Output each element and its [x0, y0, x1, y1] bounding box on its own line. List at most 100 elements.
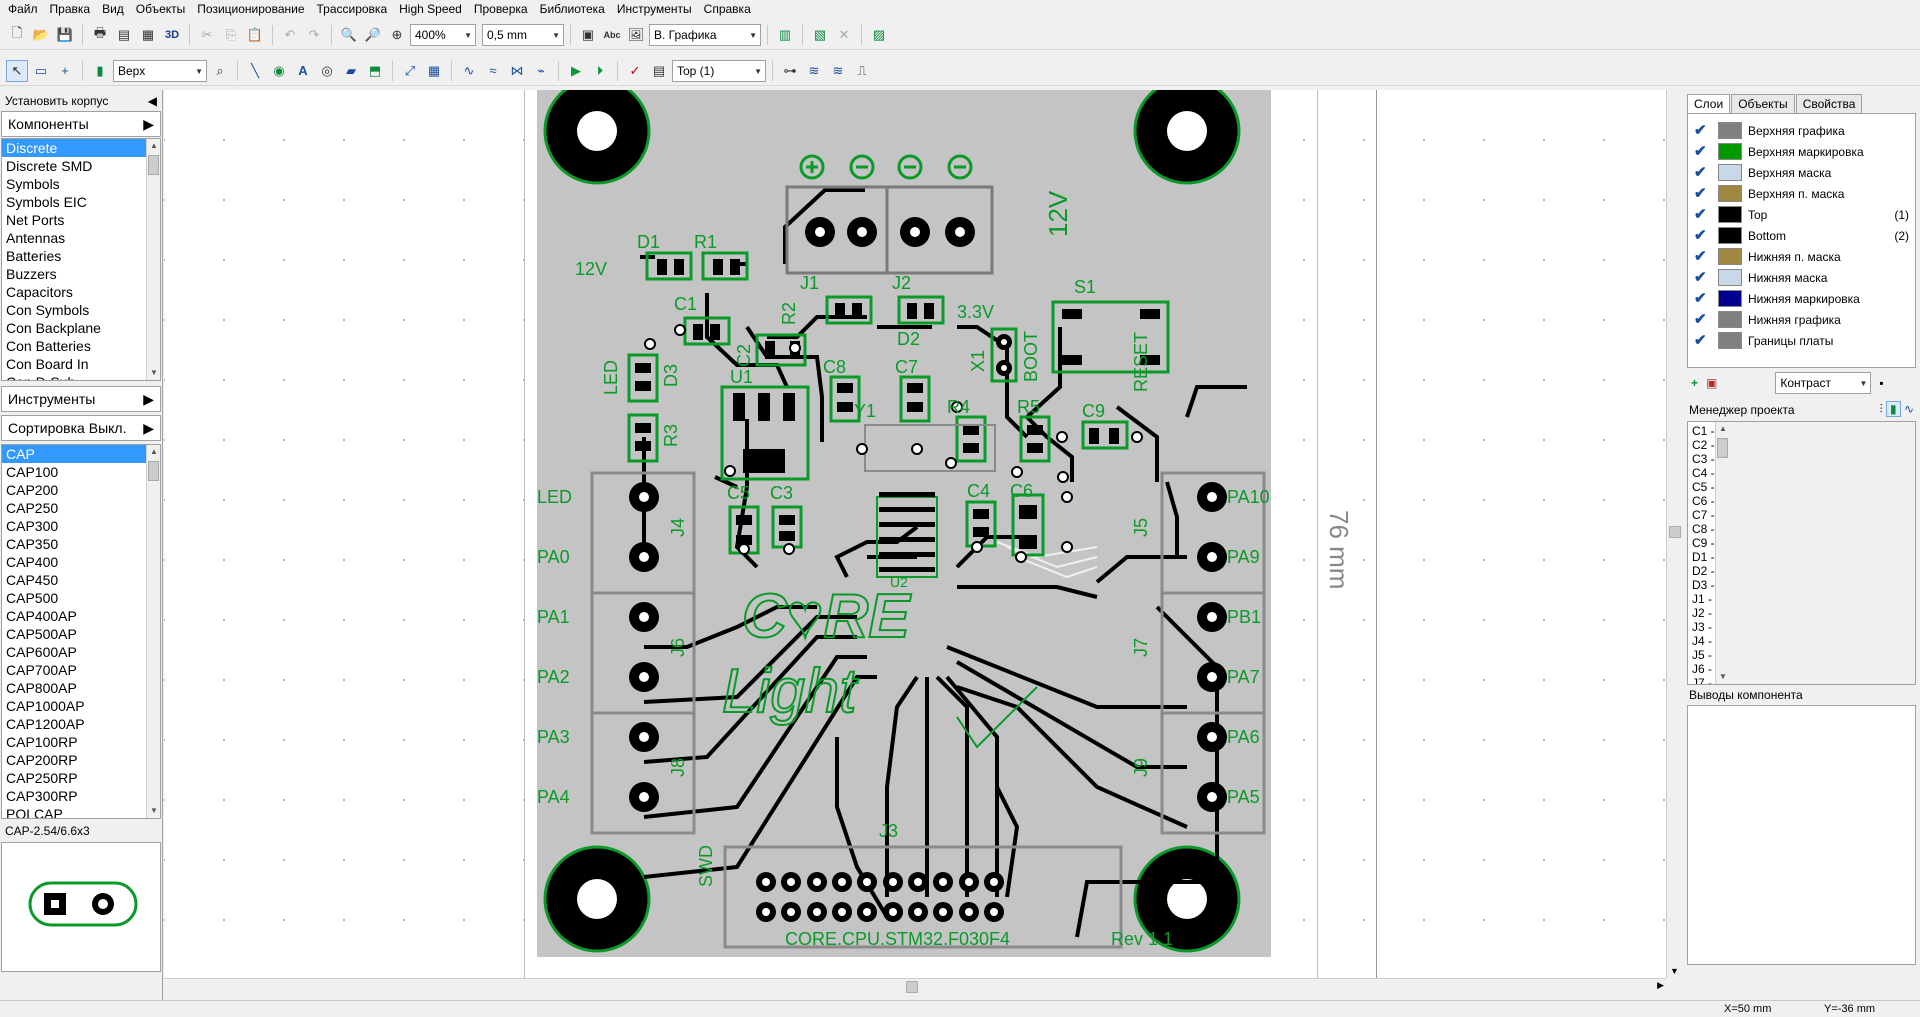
pm-net-icon[interactable]: ∿	[1903, 402, 1914, 416]
component-icon[interactable]: ▭	[34, 62, 48, 78]
library-item[interactable]: Capacitors	[6, 284, 73, 300]
grid-icon[interactable]: ▦	[427, 62, 441, 78]
scrollbar[interactable]: ▲▼	[146, 445, 160, 818]
route-bus-icon[interactable]: ⋈	[510, 62, 524, 78]
part-item[interactable]: CAP1200AP	[6, 716, 85, 732]
layer-row[interactable]: ✔Границы платы	[1694, 330, 1909, 351]
side-select[interactable]: Верх▼	[113, 59, 207, 82]
width-select[interactable]: 0,5 mm▼	[482, 23, 564, 46]
scroll-thumb[interactable]	[148, 461, 159, 481]
part-item[interactable]: CAP350	[6, 536, 59, 552]
menu-highspeed[interactable]: High Speed	[399, 2, 462, 16]
length-icon[interactable]: ⌁	[537, 62, 545, 78]
layer-color-swatch[interactable]	[1718, 311, 1742, 328]
scroll-up-icon[interactable]: ▲	[1719, 424, 1727, 433]
layer-settings-icon[interactable]: ▣	[1706, 376, 1718, 390]
layer-icon[interactable]: ▮	[96, 62, 104, 78]
part-item[interactable]: CAP600AP	[6, 644, 77, 660]
open-folder-icon[interactable]: 📂	[32, 26, 50, 42]
drc-icon[interactable]: ▥	[778, 26, 792, 42]
layer-color-swatch[interactable]	[1718, 227, 1742, 244]
zoom-select[interactable]: 400%▼	[410, 23, 476, 46]
part-item[interactable]: CAP250	[6, 500, 59, 516]
netlist-icon[interactable]: ▤	[652, 62, 666, 78]
scroll-right-icon[interactable]: ▶	[1657, 980, 1664, 990]
menu-tools[interactable]: Инструменты	[616, 2, 692, 16]
zoom-out-icon[interactable]: 🔎	[364, 26, 382, 42]
visibility-check-icon[interactable]: ✔	[1694, 331, 1707, 349]
export-icon[interactable]: ▦	[141, 26, 155, 42]
visibility-check-icon[interactable]: ✔	[1694, 184, 1707, 202]
horizontal-scrollbar[interactable]: ▶	[164, 978, 1666, 994]
properties-icon[interactable]: ▣	[581, 26, 595, 42]
menu-check[interactable]: Проверка	[473, 2, 528, 16]
print-preview-icon[interactable]: ▤	[117, 26, 131, 42]
scroll-down-icon[interactable]: ▼	[150, 806, 158, 815]
scroll-up-icon[interactable]: ▲	[150, 447, 158, 456]
visibility-check-icon[interactable]: ✔	[1694, 247, 1707, 265]
library-item[interactable]: Con Board In	[6, 356, 89, 372]
layer-row[interactable]: ✔Bottom(2)	[1694, 225, 1909, 246]
scroll-thumb[interactable]	[148, 155, 159, 175]
part-item[interactable]: CAP400AP	[6, 608, 77, 624]
menu-placement[interactable]: Позиционирование	[197, 2, 305, 16]
run-icon[interactable]: ▶	[571, 62, 581, 78]
spell-button[interactable]: Abc	[603, 29, 621, 40]
run-step-icon[interactable]: ⏵	[596, 62, 604, 78]
component-pins-list[interactable]	[1687, 705, 1916, 965]
library-item[interactable]: Con Symbols	[6, 302, 90, 318]
tab-objects[interactable]: Объекты	[1731, 94, 1795, 113]
layer-color-swatch[interactable]	[1718, 290, 1742, 307]
menu-edit[interactable]: Правка	[49, 2, 91, 16]
redo-icon[interactable]: ↷	[308, 26, 320, 42]
visibility-check-icon[interactable]: ✔	[1694, 310, 1707, 328]
manager-icon[interactable]: ▨	[872, 26, 886, 42]
library-item[interactable]: Buzzers	[6, 266, 57, 282]
part-item[interactable]: CAP700AP	[6, 662, 77, 678]
layer-row[interactable]: ✔Нижняя маска	[1694, 267, 1909, 288]
layer-color-swatch[interactable]	[1718, 269, 1742, 286]
part-item[interactable]: CAP300RP	[6, 788, 78, 804]
part-item[interactable]: CAP800AP	[6, 680, 77, 696]
pm-component-icon[interactable]: ▮	[1885, 401, 1901, 417]
drc-check-icon[interactable]: ✓	[629, 62, 641, 78]
library-item[interactable]: Symbols	[6, 176, 60, 192]
part-item[interactable]: CAP200	[6, 482, 59, 498]
select-arrow-icon[interactable]: ↖	[6, 59, 28, 82]
library-item[interactable]: Discrete SMD	[6, 158, 93, 174]
cut-icon[interactable]: ✂	[201, 26, 213, 42]
layer-view-select[interactable]: В. Графика▼	[649, 23, 761, 46]
layer-row[interactable]: ✔Top(1)	[1694, 204, 1909, 225]
part-item[interactable]: CAP300	[6, 518, 59, 534]
project-component-list[interactable]: C1 - 0,1 - Конденсатор 0805C2 - 10x10 - …	[1687, 421, 1916, 685]
part-item[interactable]: CAP100RP	[6, 734, 78, 750]
scroll-down-icon[interactable]: ▼	[150, 368, 158, 377]
layer-row[interactable]: ✔Нижняя п. маска	[1694, 246, 1909, 267]
layer-row[interactable]: ✔Нижняя маркировка	[1694, 288, 1909, 309]
layer-color-swatch[interactable]	[1718, 122, 1742, 139]
menu-view[interactable]: Вид	[102, 2, 124, 16]
layer-row[interactable]: ✔Верхняя графика	[1694, 120, 1909, 141]
layer-row[interactable]: ✔Верхняя маска	[1694, 162, 1909, 183]
part-item[interactable]: CAP400	[6, 554, 59, 570]
autoroute-icon[interactable]: ▧	[813, 26, 827, 42]
scroll-thumb[interactable]	[1717, 438, 1728, 458]
fill-icon[interactable]: ⬒	[368, 62, 382, 78]
part-item[interactable]: CAP1000AP	[6, 698, 85, 714]
visibility-check-icon[interactable]: ✔	[1694, 121, 1707, 139]
visibility-check-icon[interactable]: ✔	[1694, 268, 1707, 286]
menu-file[interactable]: Файл	[8, 2, 38, 16]
measure-icon[interactable]: ⤢	[404, 62, 416, 78]
layer-row[interactable]: ✔Верхняя п. маска	[1694, 183, 1909, 204]
save-icon[interactable]: 💾	[56, 26, 74, 42]
part-item[interactable]: CAP	[2, 445, 160, 463]
library-item[interactable]: Antennas	[6, 230, 66, 246]
scroll-thumb[interactable]	[906, 981, 918, 993]
library-item[interactable]: Discrete	[2, 139, 160, 157]
sort-header[interactable]: Сортировка Выкл.▶	[1, 415, 161, 441]
layer-select[interactable]: Top (1)▼	[672, 59, 766, 82]
tab-properties[interactable]: Свойства	[1795, 94, 1863, 113]
pm-list-icon[interactable]: ⫶	[1879, 402, 1883, 416]
part-item[interactable]: CAP200RP	[6, 752, 78, 768]
